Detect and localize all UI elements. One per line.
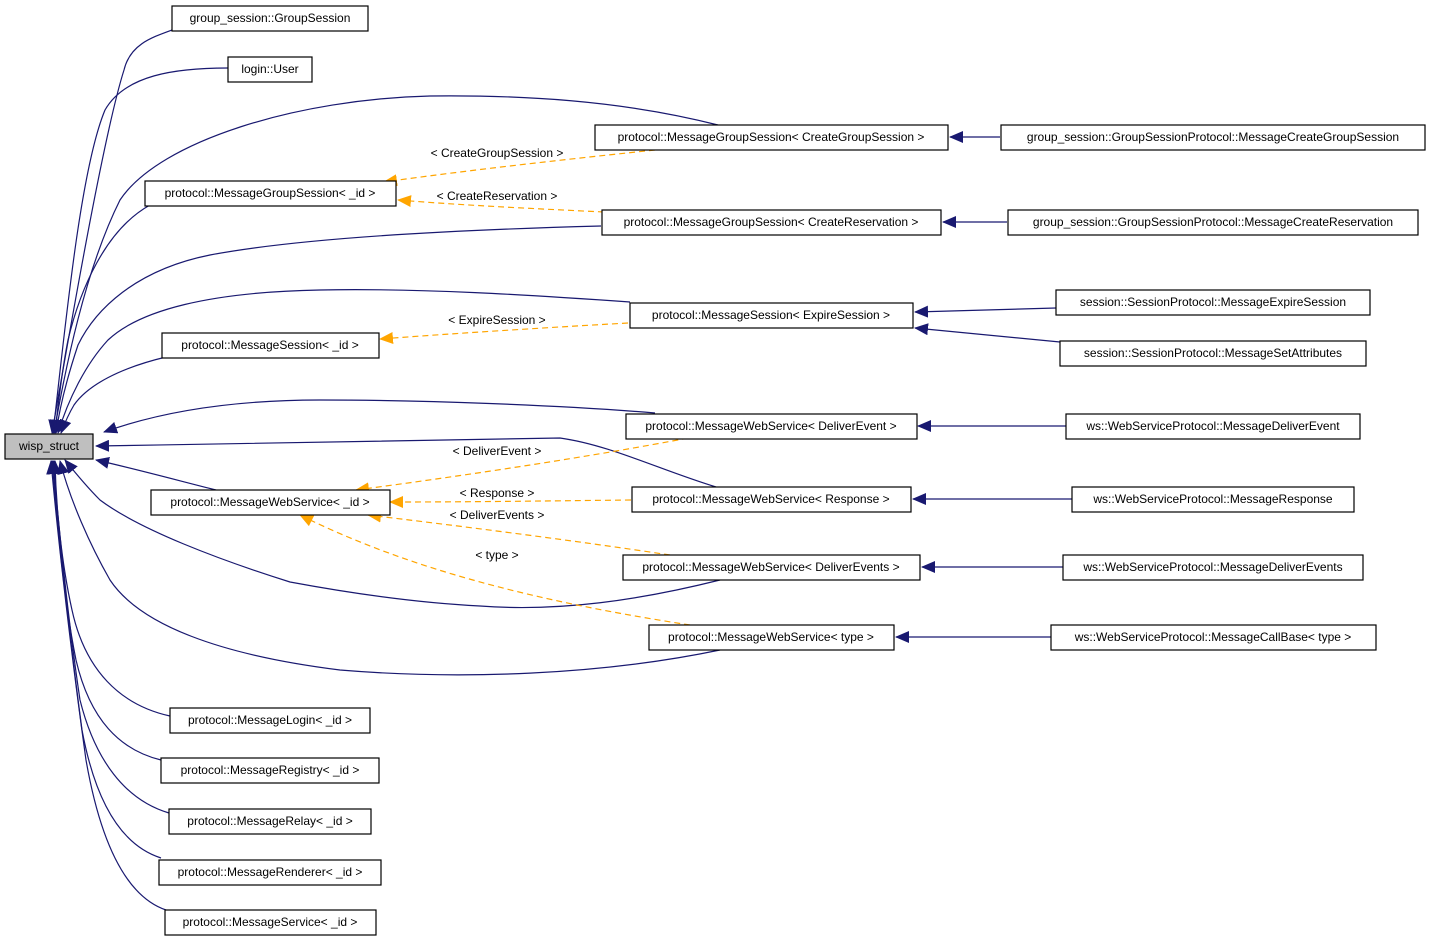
- svg-text:protocol::MessageGroupSession<: protocol::MessageGroupSession< _id >: [165, 186, 376, 200]
- node-wsp-message-deliver-events[interactable]: ws::WebServiceProtocol::MessageDeliverEv…: [1062, 554, 1364, 581]
- svg-text:protocol::MessageSession< _id: protocol::MessageSession< _id >: [181, 338, 358, 352]
- node-message-web-service-deliver-events[interactable]: protocol::MessageWebService< DeliverEven…: [622, 554, 921, 581]
- edge-sp-expire-session: [914, 305, 1057, 318]
- node-message-login-id[interactable]: protocol::MessageLogin< _id >: [169, 707, 371, 734]
- svg-text:protocol::MessageWebService< D: protocol::MessageWebService< DeliverEven…: [642, 560, 899, 574]
- template-edge-create-reservation: [397, 195, 605, 213]
- svg-text:login::User: login::User: [241, 62, 298, 76]
- template-edge-expire-session: [379, 322, 629, 345]
- edge-label-type: < type >: [475, 548, 518, 562]
- template-edges: [299, 149, 691, 626]
- template-edge-response: [389, 495, 632, 508]
- edge-mws-deliver-event-to-root: [103, 399, 656, 434]
- edge-mws-response-to-root: [95, 437, 717, 488]
- svg-text:group_session::GroupSession: group_session::GroupSession: [190, 11, 351, 25]
- svg-text:protocol::MessageSession< Expi: protocol::MessageSession< ExpireSession …: [652, 308, 890, 322]
- edge-mgs-id-to-root: [50, 204, 151, 434]
- svg-text:protocol::MessageRegistry< _id: protocol::MessageRegistry< _id >: [181, 763, 360, 777]
- svg-text:group_session::GroupSessionPro: group_session::GroupSessionProtocol::Mes…: [1027, 130, 1399, 144]
- edge-mws-type-to-root: [57, 460, 721, 676]
- svg-text:protocol::MessageRelay< _id >: protocol::MessageRelay< _id >: [187, 814, 352, 828]
- node-message-relay-id[interactable]: protocol::MessageRelay< _id >: [168, 808, 372, 835]
- template-edge-type: [299, 514, 691, 626]
- edge-label-deliver-event: < DeliverEvent >: [453, 444, 542, 458]
- node-message-group-session-create-reservation[interactable]: protocol::MessageGroupSession< CreateRes…: [601, 209, 942, 236]
- edge-mws-id-to-root: [95, 457, 217, 491]
- svg-text:protocol::MessageWebService< _: protocol::MessageWebService< _id >: [170, 495, 369, 509]
- svg-text:protocol::MessageGroupSession<: protocol::MessageGroupSession< CreateGro…: [618, 130, 925, 144]
- svg-text:group_session::GroupSessionPro: group_session::GroupSessionProtocol::Mes…: [1033, 215, 1393, 229]
- svg-text:ws::WebServiceProtocol::Messag: ws::WebServiceProtocol::MessageDeliverEv…: [1082, 560, 1342, 574]
- edge-label-response: < Response >: [460, 486, 535, 500]
- edges-right: [895, 131, 1072, 643]
- svg-text:protocol::MessageService< _id: protocol::MessageService< _id >: [183, 915, 358, 929]
- edge-message-relay-to-root: [48, 460, 170, 814]
- node-sp-message-expire-session[interactable]: session::SessionProtocol::MessageExpireS…: [1055, 289, 1371, 316]
- edge-mgs-create-reservation-to-root: [51, 225, 602, 434]
- node-message-session-expire-session[interactable]: protocol::MessageSession< ExpireSession …: [629, 302, 914, 329]
- svg-text:protocol::MessageRenderer< _id: protocol::MessageRenderer< _id >: [178, 865, 363, 879]
- edge-label-deliver-events: < DeliverEvents >: [450, 508, 545, 522]
- node-wisp-struct[interactable]: wisp_struct: [4, 433, 94, 460]
- node-message-web-service-response[interactable]: protocol::MessageWebService< Response >: [631, 486, 912, 513]
- svg-text:protocol::MessageWebService< D: protocol::MessageWebService< DeliverEven…: [645, 419, 896, 433]
- edge-message-service-to-root: [46, 460, 167, 911]
- edge-ms-id-to-root: [59, 356, 167, 434]
- node-message-renderer-id[interactable]: protocol::MessageRenderer< _id >: [158, 859, 382, 886]
- svg-text:ws::WebServiceProtocol::Messag: ws::WebServiceProtocol::MessageResponse: [1092, 492, 1333, 506]
- nodes: wisp_struct group_session::GroupSession …: [4, 5, 1426, 936]
- edge-label-create-group-session: < CreateGroupSession >: [431, 146, 564, 160]
- svg-text:protocol::MessageLogin< _id >: protocol::MessageLogin< _id >: [188, 713, 352, 727]
- node-group-session-group-session[interactable]: group_session::GroupSession: [171, 5, 369, 32]
- node-message-group-session-create-group-session[interactable]: protocol::MessageGroupSession< CreateGro…: [594, 124, 949, 151]
- node-sp-message-set-attributes[interactable]: session::SessionProtocol::MessageSetAttr…: [1059, 340, 1367, 367]
- svg-text:session::SessionProtocol::Mess: session::SessionProtocol::MessageSetAttr…: [1084, 346, 1342, 360]
- edge-mgs-create-group-session-to-root: [50, 95, 719, 434]
- edges-to-root: [46, 29, 721, 911]
- node-wsp-message-deliver-event[interactable]: ws::WebServiceProtocol::MessageDeliverEv…: [1065, 413, 1361, 440]
- svg-text:ws::WebServiceProtocol::Messag: ws::WebServiceProtocol::MessageCallBase<…: [1074, 630, 1352, 644]
- svg-text:protocol::MessageWebService< t: protocol::MessageWebService< type >: [668, 630, 874, 644]
- template-edge-deliver-events: [367, 510, 671, 556]
- node-message-service-id[interactable]: protocol::MessageService< _id >: [164, 909, 377, 936]
- edge-login-user-to-root: [48, 67, 229, 434]
- edge-message-renderer-to-root: [47, 460, 162, 859]
- edge-labels: < CreateGroupSession > < CreateReservati…: [431, 146, 564, 562]
- node-gsp-message-create-reservation[interactable]: group_session::GroupSessionProtocol::Mes…: [1007, 209, 1419, 236]
- node-message-web-service-id[interactable]: protocol::MessageWebService< _id >: [150, 489, 391, 516]
- edge-label-create-reservation: < CreateReservation >: [437, 189, 558, 203]
- node-login-user[interactable]: login::User: [227, 56, 313, 83]
- svg-text:ws::WebServiceProtocol::Messag: ws::WebServiceProtocol::MessageDeliverEv…: [1085, 419, 1340, 433]
- node-message-registry-id[interactable]: protocol::MessageRegistry< _id >: [160, 757, 380, 784]
- svg-text:wisp_struct: wisp_struct: [18, 439, 80, 453]
- node-gsp-message-create-group-session[interactable]: group_session::GroupSessionProtocol::Mes…: [1000, 124, 1426, 151]
- edge-ms-expire-session-to-root: [56, 289, 631, 434]
- node-wsp-message-call-base-type[interactable]: ws::WebServiceProtocol::MessageCallBase<…: [1050, 624, 1377, 651]
- node-message-web-service-type[interactable]: protocol::MessageWebService< type >: [648, 624, 895, 651]
- svg-text:protocol::MessageWebService< R: protocol::MessageWebService< Response >: [652, 492, 889, 506]
- edge-mws-deliver-events-to-root: [64, 459, 721, 609]
- svg-text:protocol::MessageGroupSession<: protocol::MessageGroupSession< CreateRes…: [624, 215, 919, 229]
- svg-text:session::SessionProtocol::Mess: session::SessionProtocol::MessageExpireS…: [1080, 295, 1346, 309]
- node-message-group-session-id[interactable]: protocol::MessageGroupSession< _id >: [144, 180, 397, 207]
- node-wsp-message-response[interactable]: ws::WebServiceProtocol::MessageResponse: [1071, 486, 1355, 513]
- edge-label-expire-session: < ExpireSession >: [448, 313, 545, 327]
- node-message-session-id[interactable]: protocol::MessageSession< _id >: [161, 332, 380, 359]
- edge-sp-set-attributes: [914, 323, 1061, 343]
- node-message-web-service-deliver-event[interactable]: protocol::MessageWebService< DeliverEven…: [625, 413, 918, 440]
